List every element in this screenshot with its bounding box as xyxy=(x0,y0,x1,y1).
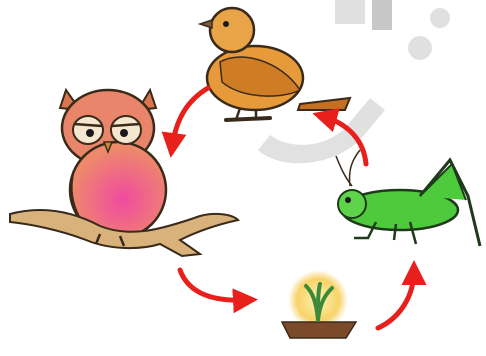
arrow-plant-to-grasshopper xyxy=(378,270,414,328)
arrow-bird-to-owl xyxy=(172,88,208,148)
bird-icon xyxy=(200,8,350,120)
arrow-owl-to-plant xyxy=(180,270,248,300)
grasshopper-icon xyxy=(336,150,480,246)
plant-sprout-icon xyxy=(282,270,356,338)
